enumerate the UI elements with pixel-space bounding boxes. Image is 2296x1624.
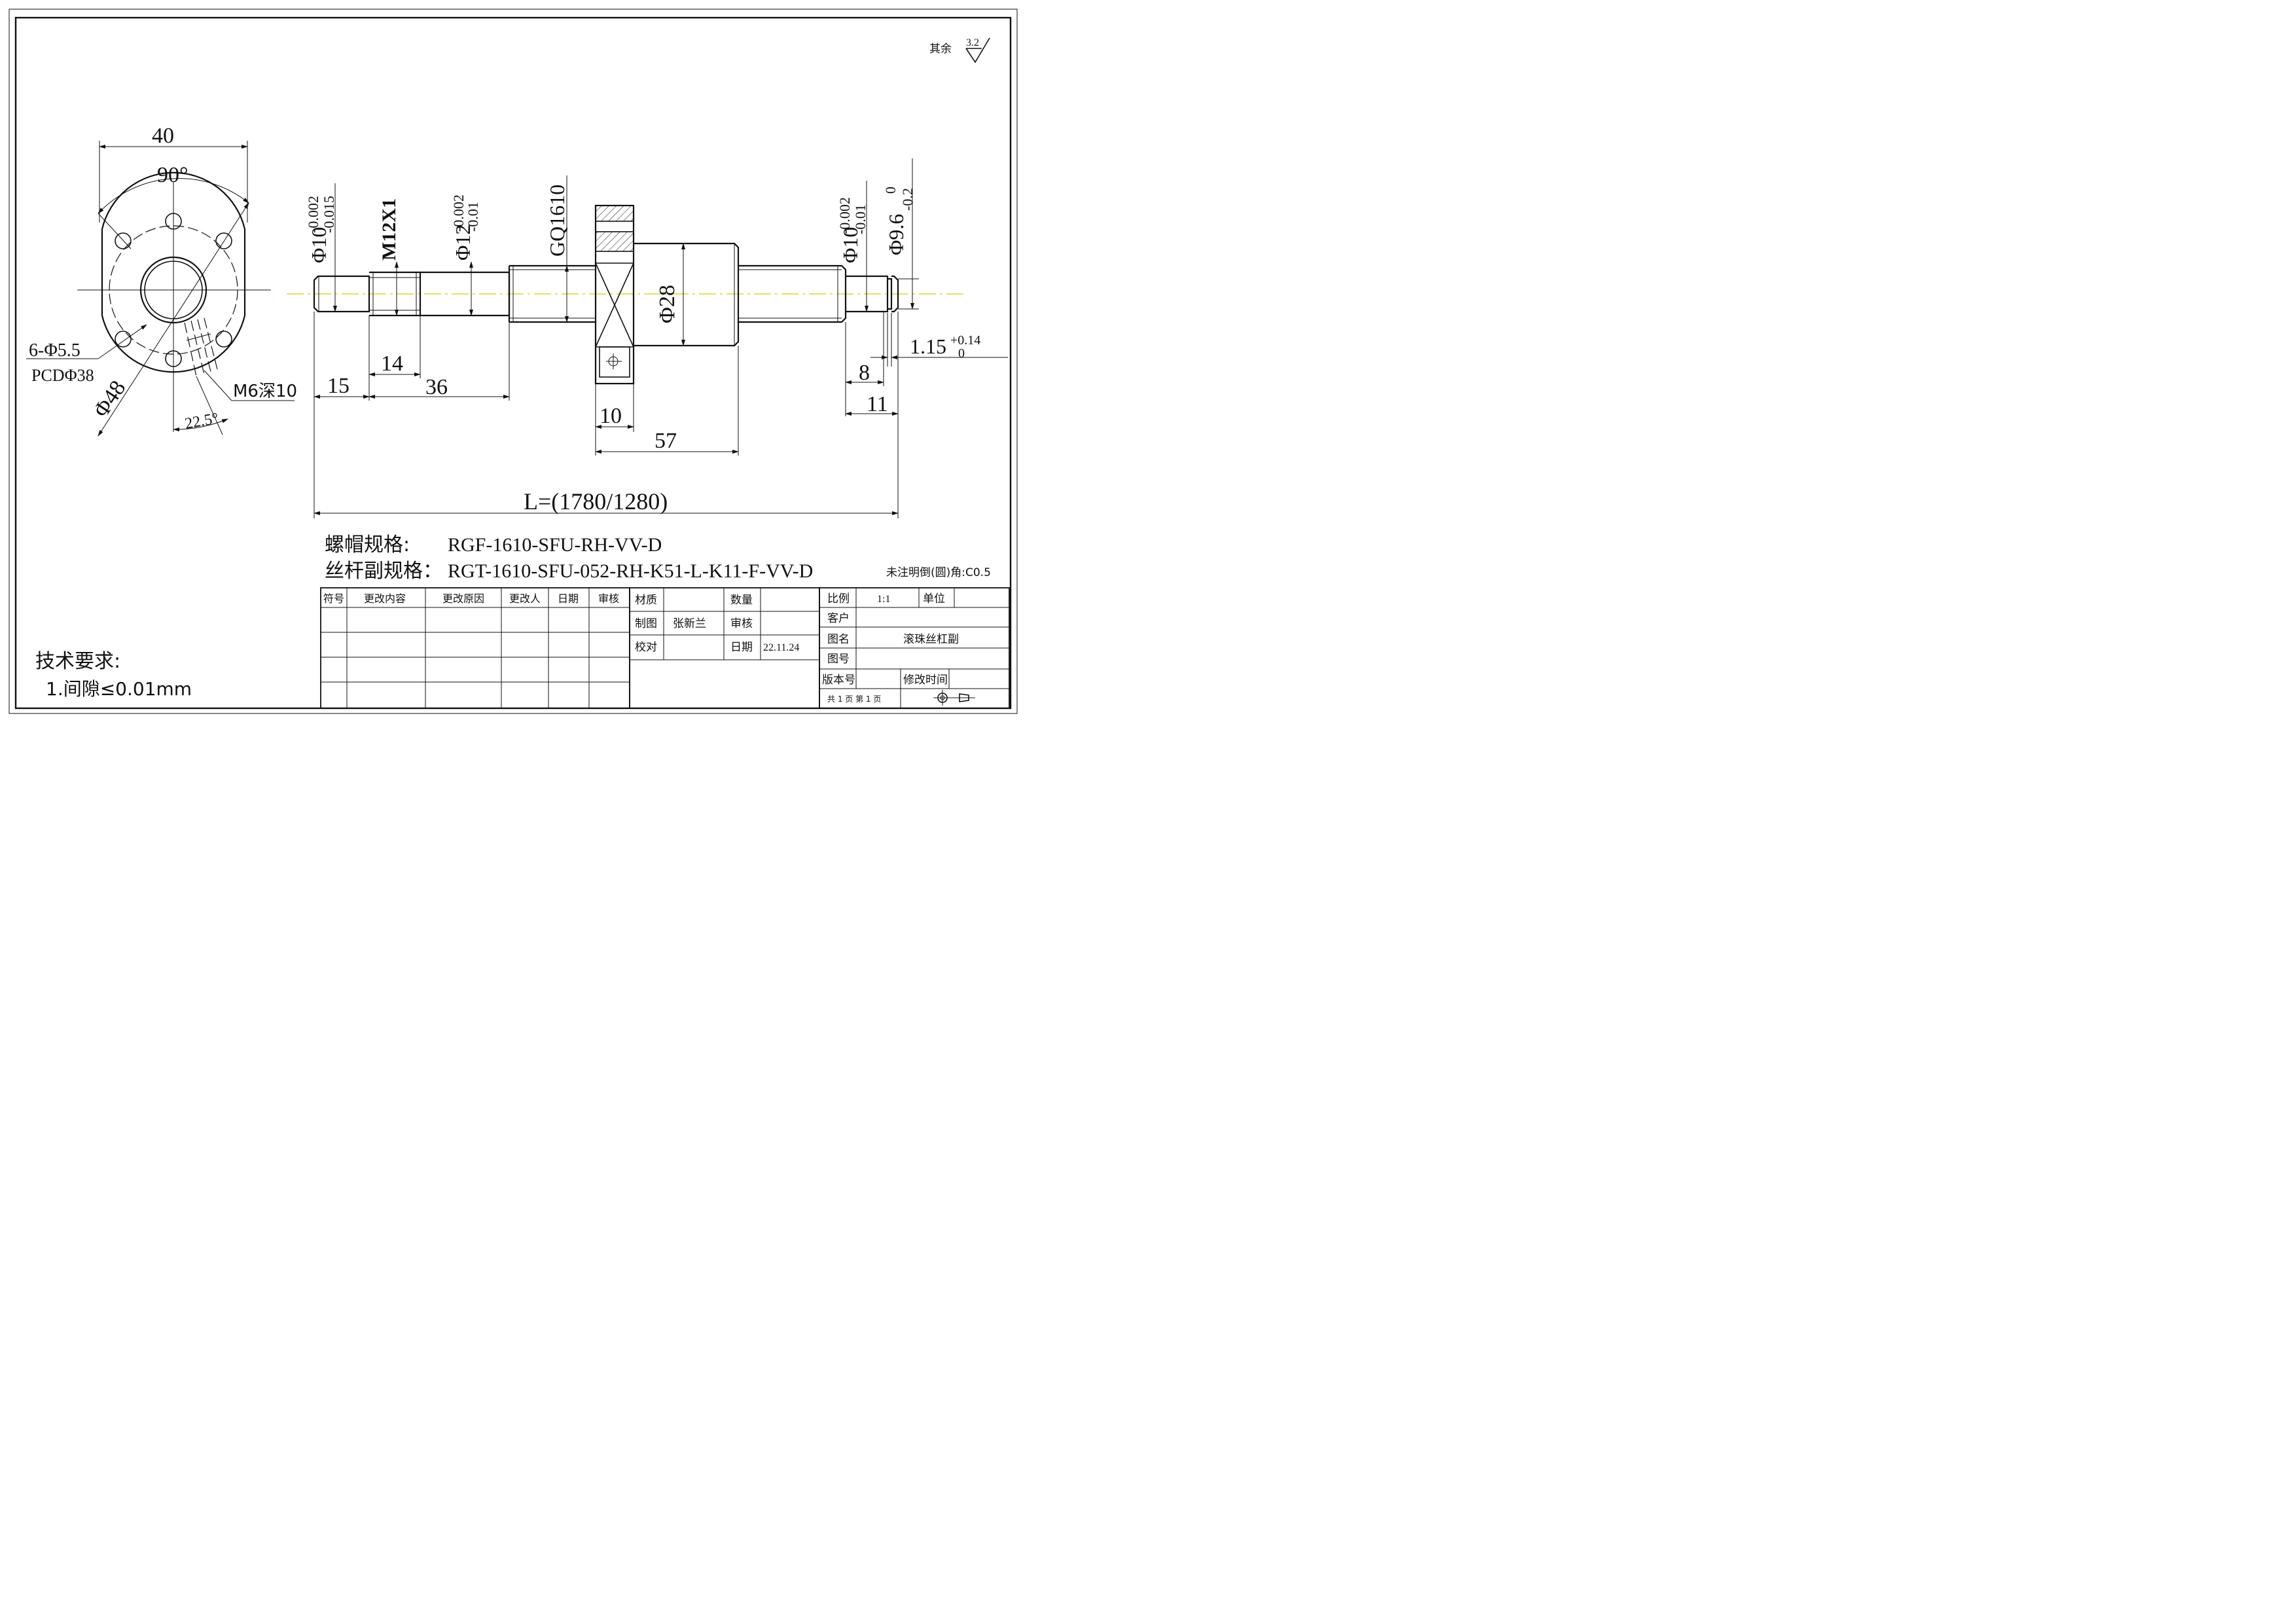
dim-d3: Φ10	[838, 227, 862, 263]
engineering-drawing: 其余 3.2 40 90°	[9, 9, 1018, 714]
tb-unit-label: 单位	[923, 592, 945, 605]
tb-date-label: 日期	[730, 641, 753, 654]
nut-spec-value: RGF-1610-SFU-RH-VV-D	[448, 534, 662, 556]
dim-len-36: 36	[425, 375, 448, 399]
rev-header-0: 符号	[323, 592, 344, 605]
tb-pages: 共 1 页 第 1 页	[827, 695, 881, 704]
dim-lead: GQ1610	[545, 185, 569, 257]
tb-scale: 1:1	[877, 594, 890, 605]
tb-date: 22.11.24	[763, 642, 799, 653]
dim-len-11: 11	[867, 392, 888, 416]
projection-symbol-icon	[933, 690, 975, 706]
dim-d2-upper: -0.002	[450, 194, 467, 232]
dim-d2: Φ12	[451, 225, 475, 261]
pair-spec-value: RGT-1610-SFU-052-RH-K51-L-K11-F-VV-D	[448, 560, 813, 582]
tb-name: 滚珠丝杠副	[903, 633, 959, 646]
tb-customer: 客户	[827, 612, 850, 625]
tb-name-label: 图名	[827, 633, 850, 646]
screw-side-view: Φ10 -0.002 -0.015 M12X1 Φ12 -0.002 -0.01…	[287, 158, 1008, 518]
tb-material: 材质	[635, 594, 657, 607]
pair-spec-label: 丝杆副规格：	[325, 560, 442, 583]
title-block: 材质 数量 制图 张新兰 审核 校对 日期 22.11.24 比例 1:1 单位…	[629, 587, 1010, 709]
roughness-symbol: 其余 3.2	[929, 37, 990, 63]
dim-d4: Φ9.6	[884, 214, 908, 255]
rev-header-1: 更改内容	[364, 592, 406, 605]
specifications: 螺帽规格: RGF-1610-SFU-RH-VV-D 丝杆副规格： RGT-16…	[325, 533, 991, 583]
dim-angle: 90°	[157, 163, 188, 187]
dim-len-14: 14	[381, 352, 403, 376]
dim-groove: 1.15	[910, 334, 946, 358]
tb-review: 审核	[730, 617, 753, 630]
dim-thread: M12X1	[378, 198, 400, 261]
dim-oil-angle: 22.5°	[184, 410, 220, 433]
tb-version: 版本号	[822, 674, 855, 687]
dim-d1-lower: -0.015	[321, 196, 337, 233]
dim-d1-upper: -0.002	[305, 196, 321, 233]
bolt-hole	[115, 331, 132, 348]
roughness-value: 3.2	[966, 37, 979, 48]
tech-title: 技术要求:	[35, 650, 120, 673]
dim-total-length: L=(1780/1280)	[524, 488, 668, 514]
dim-nut-diameter: Φ28	[655, 285, 679, 323]
dim-len-8: 8	[859, 361, 870, 385]
tb-modify-time: 修改时间	[903, 674, 948, 687]
tb-drawer: 张新兰	[673, 617, 706, 630]
flange-end-view: 40 90° Φ48 6-Φ5.5 PCDΦ38 M6深10 22.5°	[26, 124, 297, 437]
roughness-prefix: 其余	[929, 43, 952, 56]
outer-border	[9, 9, 1018, 714]
dim-pcd: PCDΦ38	[31, 366, 94, 385]
chamfer-note: 未注明倒(圆)角:C0.5	[886, 566, 991, 579]
dim-oil-hole: M6深10	[233, 382, 297, 401]
tb-check: 校对	[635, 641, 657, 654]
tb-drawn: 制图	[635, 617, 657, 630]
bolt-hole	[215, 331, 232, 348]
dim-d4-upper: 0	[882, 187, 899, 194]
dim-len-10: 10	[600, 404, 622, 428]
revision-table: 符号 更改内容 更改原因 更改人 日期 审核	[320, 587, 630, 709]
tb-scale-label: 比例	[827, 592, 850, 605]
tb-drawing-no: 图号	[827, 653, 850, 666]
dim-d3-upper: -0.002	[836, 197, 853, 234]
dim-width: 40	[152, 124, 174, 148]
dim-groove-upper: +0.14	[950, 333, 980, 348]
dim-holes: 6-Φ5.5	[29, 340, 81, 361]
technical-requirements: 技术要求: 1.间隙≤0.01mm	[35, 650, 192, 700]
dim-d3-lower: -0.01	[852, 204, 869, 234]
dim-len-15: 15	[327, 374, 350, 398]
rev-header-2: 更改原因	[442, 592, 484, 605]
rev-header-5: 审核	[598, 592, 619, 605]
nut-spec-label: 螺帽规格:	[325, 533, 410, 556]
dim-d4-lower: -0.2	[899, 188, 916, 211]
rev-header-3: 更改人	[509, 592, 541, 605]
dim-outer-diameter: Φ48	[89, 376, 131, 422]
dim-d2-lower: -0.01	[465, 202, 481, 232]
dim-groove-lower: 0	[958, 346, 965, 361]
dim-d1: Φ10	[307, 227, 331, 263]
tb-quantity: 数量	[730, 594, 753, 607]
tech-item-1: 1.间隙≤0.01mm	[46, 678, 192, 700]
rev-header-4: 日期	[558, 592, 579, 605]
dim-len-57: 57	[655, 429, 677, 453]
